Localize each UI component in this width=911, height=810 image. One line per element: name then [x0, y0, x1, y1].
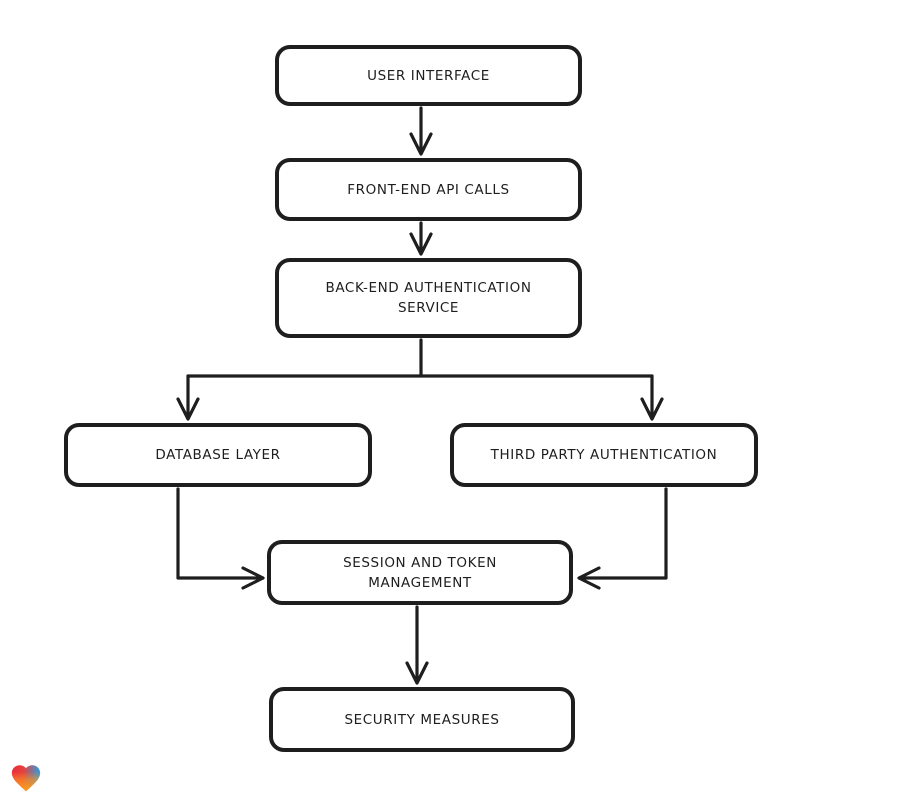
edge-ui-to-frontend	[409, 106, 433, 156]
lovable-heart-logo[interactable]	[9, 761, 43, 795]
node-database-layer: DATABASE LAYER	[64, 423, 372, 487]
node-label: SESSION AND TOKEN MANAGEMENT	[343, 554, 497, 591]
edge-frontend-to-backend	[409, 221, 433, 256]
node-label: SECURITY MEASURES	[344, 711, 500, 728]
node-front-end-api-calls: FRONT-END API CALLS	[275, 158, 582, 221]
node-label: BACK-END AUTHENTICATION SERVICE	[325, 280, 532, 316]
node-label: THIRD PARTY AUTHENTICATION	[490, 447, 718, 463]
edge-branch-to-thirdparty	[640, 374, 664, 421]
node-label: DATABASE LAYER	[155, 447, 281, 463]
edge-database-to-session	[176, 487, 265, 590]
node-back-end-authentication-service: BACK-END AUTHENTICATION SERVICE	[275, 258, 582, 338]
heart-icon	[11, 765, 41, 792]
edge-backend-branch-trunk	[186, 338, 654, 378]
node-session-and-token-management: SESSION AND TOKEN MANAGEMENT	[267, 540, 573, 605]
edge-session-to-security	[405, 605, 429, 685]
node-third-party-authentication: THIRD PARTY AUTHENTICATION	[450, 423, 758, 487]
edge-branch-to-database	[176, 374, 200, 421]
edge-thirdparty-to-session	[577, 487, 668, 590]
node-user-interface: USER INTERFACE	[275, 45, 582, 106]
node-security-measures: SECURITY MEASURES	[269, 687, 575, 752]
node-label: USER INTERFACE	[367, 67, 490, 84]
node-label: FRONT-END API CALLS	[347, 181, 510, 198]
